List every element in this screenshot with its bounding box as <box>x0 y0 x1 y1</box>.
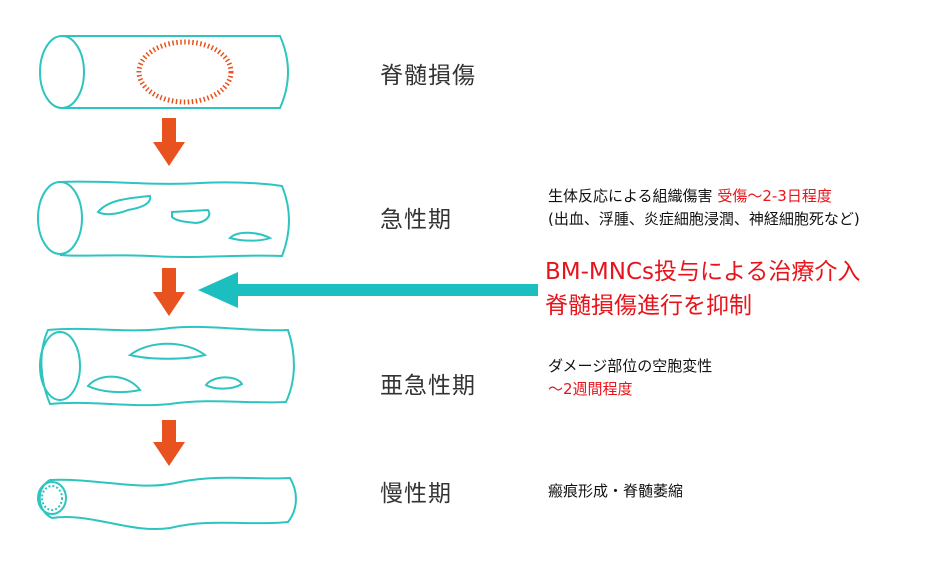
cord-subacute <box>39 325 295 407</box>
treatment-line2: 脊髄損傷進行を抑制 <box>545 293 752 319</box>
progress-arrow-3 <box>153 420 185 466</box>
treatment-text: BM-MNCs投与による治療介入 脊髄損傷進行を抑制 <box>545 255 860 323</box>
acute-desc-line1: 生体反応による組織傷害 <box>548 187 718 205</box>
treatment-line1: BM-MNCs投与による治療介入 <box>545 259 861 285</box>
cord-acute <box>37 180 290 258</box>
progress-arrow-2 <box>153 268 185 316</box>
cord-chronic <box>37 476 297 530</box>
subacute-description: ダメージ部位の空胞変性 〜2週間程度 <box>548 355 712 401</box>
stage-label-chronic: 慢性期 <box>380 481 452 507</box>
stage-label-subacute: 亜急性期 <box>380 373 476 399</box>
stage-label-injury: 脊髄損傷 <box>380 63 476 89</box>
acute-description: 生体反応による組織傷害 受傷〜2-3日程度 (出血、浮腫、炎症細胞浸潤、神経細胞… <box>548 185 860 231</box>
treatment-arrow <box>198 272 538 308</box>
injury-site <box>136 39 234 105</box>
acute-duration: 受傷〜2-3日程度 <box>717 187 832 205</box>
chronic-description: 瘢痕形成・脊髄萎縮 <box>548 480 683 503</box>
subacute-duration: 〜2週間程度 <box>548 380 633 398</box>
cord-intact <box>39 35 289 109</box>
acute-desc-line2: (出血、浮腫、炎症細胞浸潤、神経細胞死など) <box>548 210 860 228</box>
chronic-desc-line1: 瘢痕形成・脊髄萎縮 <box>548 482 684 500</box>
subacute-desc-line1: ダメージ部位の空胞変性 <box>548 357 713 375</box>
progress-arrow-1 <box>153 118 185 166</box>
stage-label-acute: 急性期 <box>380 207 452 233</box>
